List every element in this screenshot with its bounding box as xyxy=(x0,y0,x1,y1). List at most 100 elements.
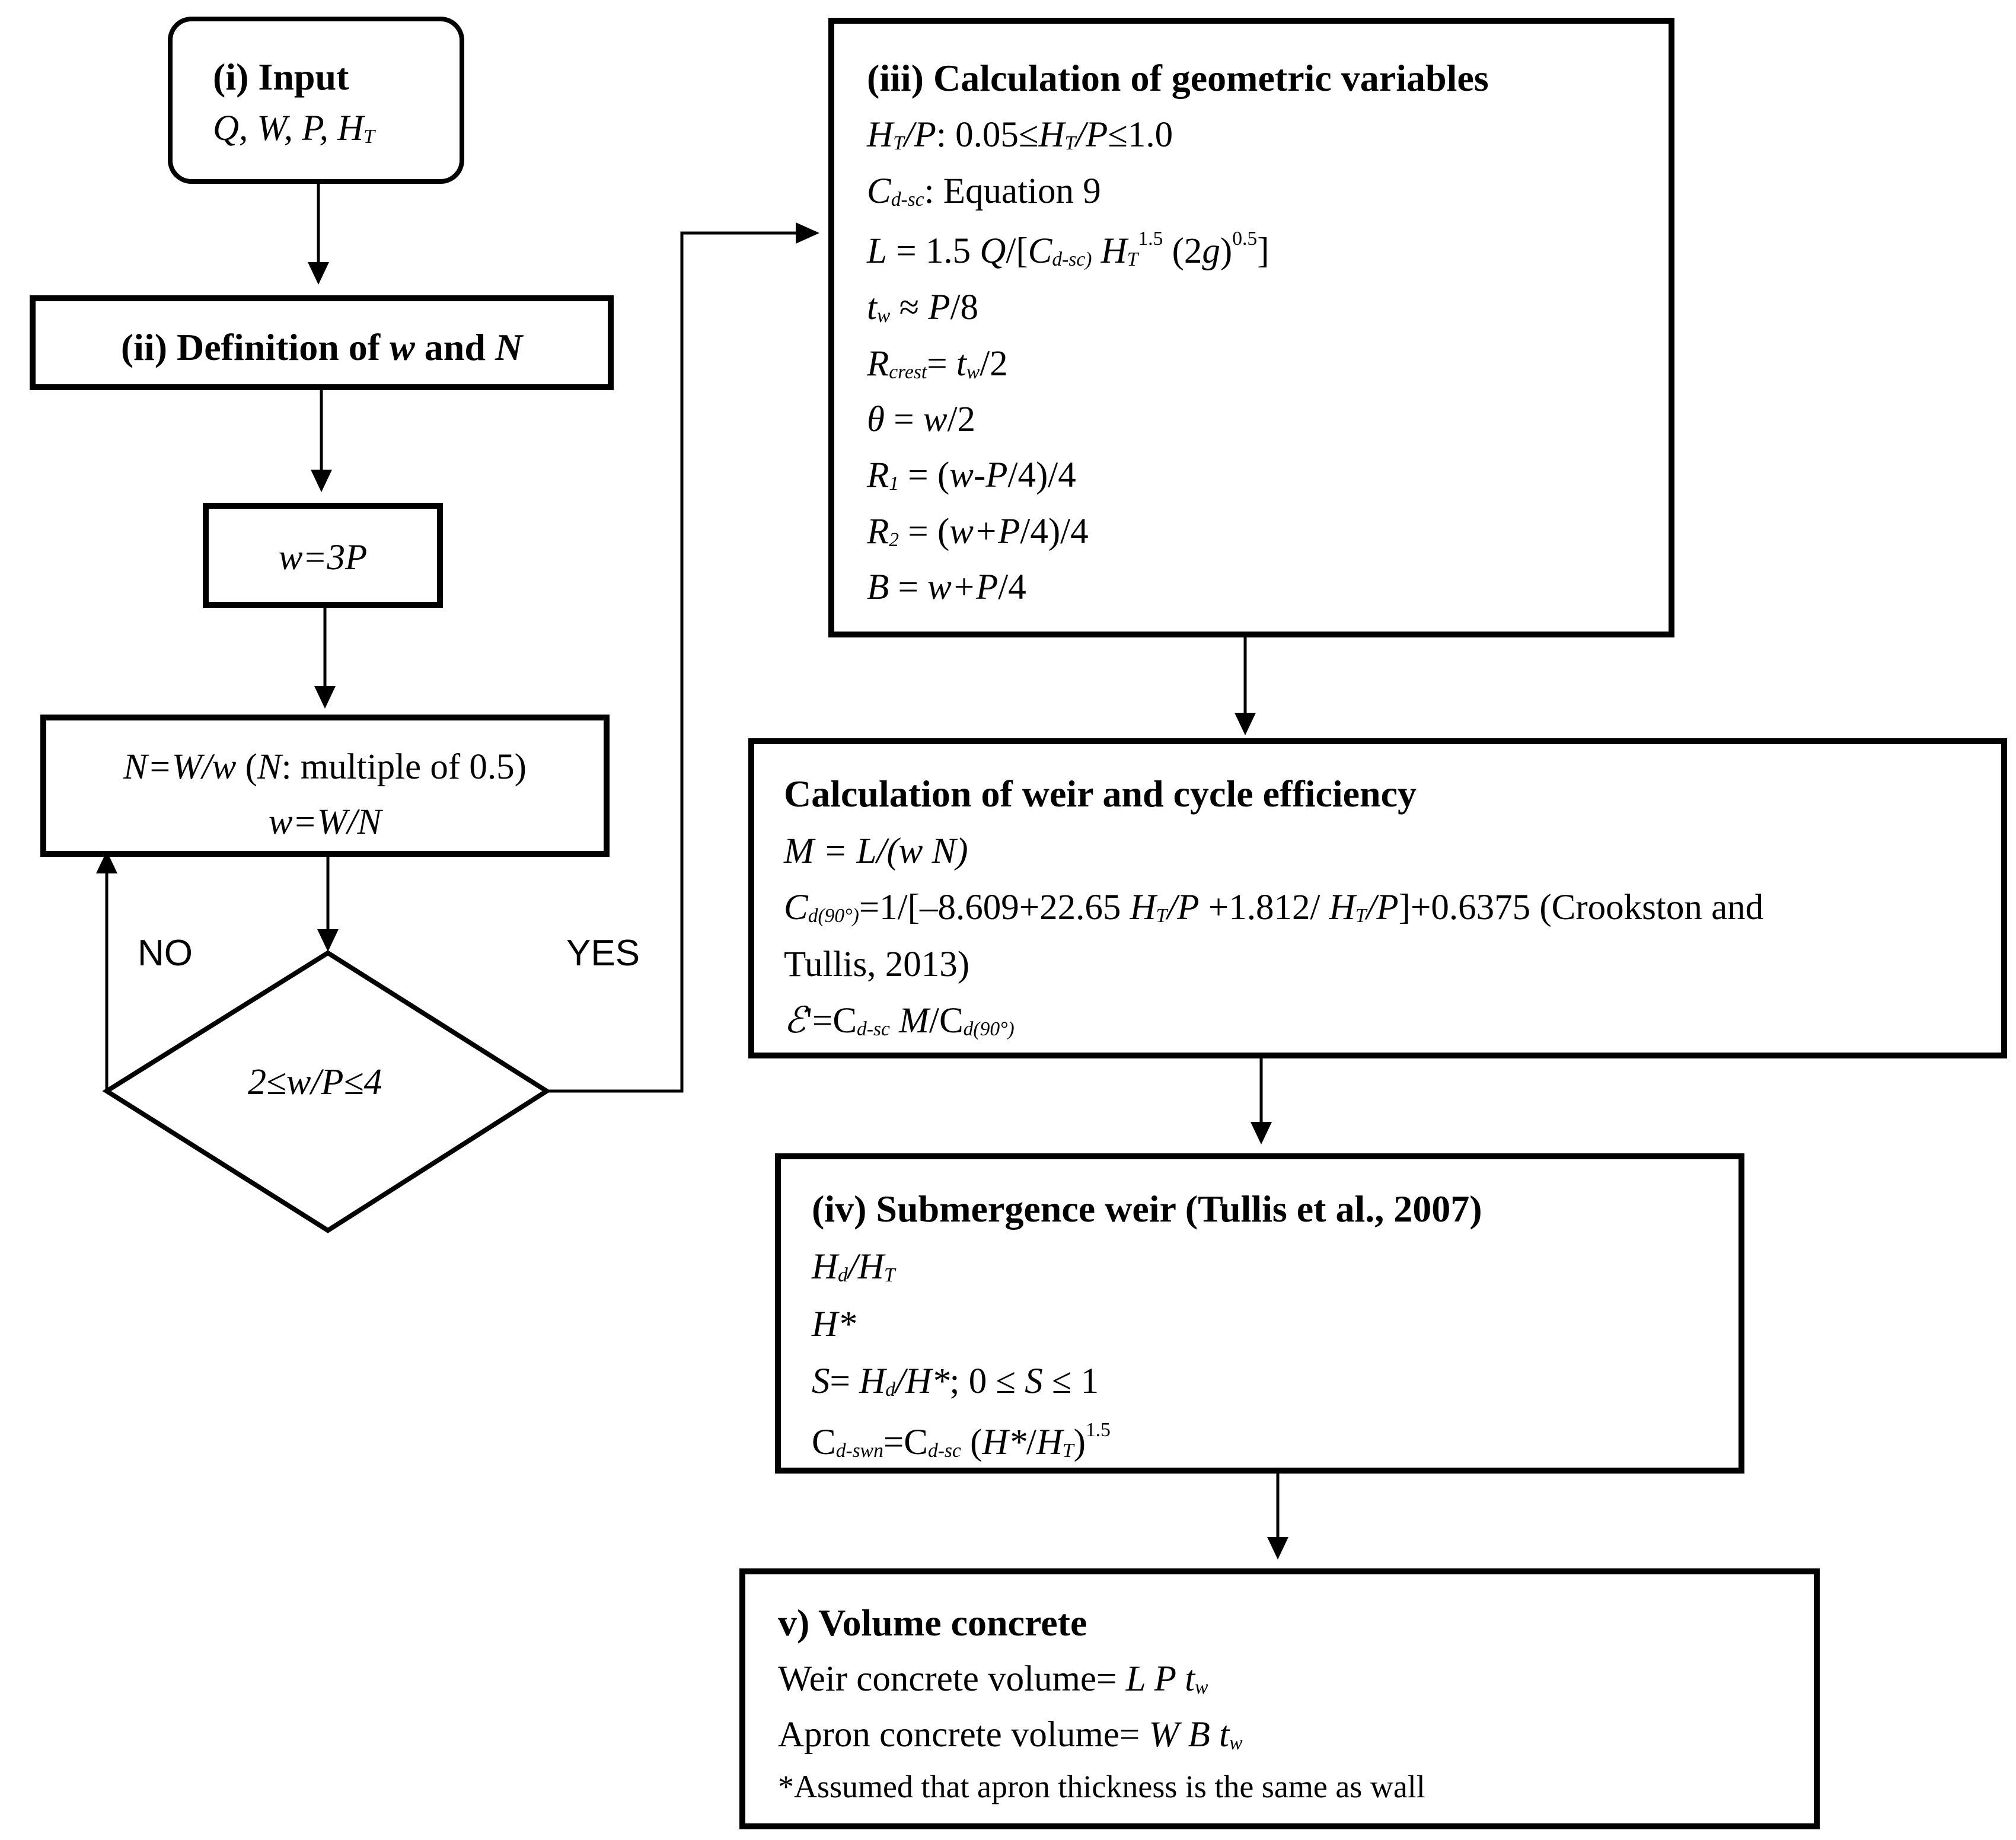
efficiency-cd90: Cd(90°)=1/[–8.609+22.65 HT/P +1.812/ HT/… xyxy=(784,889,2001,926)
s4as: d-swn xyxy=(835,1440,883,1462)
g1a: H xyxy=(867,115,894,155)
s4sup: 1.5 xyxy=(1085,1419,1111,1442)
g4b: ≈ xyxy=(890,287,929,327)
geo-line-ht-p: HT/P: 0.05≤HT/P≤1.0 xyxy=(867,117,1669,154)
arrowhead-7 xyxy=(1267,1537,1288,1560)
g8c: w+P xyxy=(949,511,1020,551)
s3g: ≤ 1 xyxy=(1042,1361,1099,1401)
w3p-box: w=3P xyxy=(203,503,443,608)
n-line1-var: N=W/w xyxy=(123,747,237,787)
connector-lines xyxy=(105,184,1280,1539)
g8b: = ( xyxy=(899,511,950,551)
sub-line-s: S= Hd/H*; 0 ≤ S ≤ 1 xyxy=(812,1363,1739,1400)
g6b: = xyxy=(884,400,923,440)
g5as: crest xyxy=(889,361,927,383)
arrowhead-2 xyxy=(311,470,332,492)
s3cs: d xyxy=(885,1378,895,1401)
no-label: NO xyxy=(138,933,193,974)
definition-title-and: and xyxy=(414,326,495,368)
n-line1-paren: ( xyxy=(236,747,257,787)
volume-apron: Apron concrete volume= W B tw xyxy=(778,1717,1814,1753)
input-vars-text: Q, W, P, H xyxy=(213,109,364,148)
arrowhead-1 xyxy=(308,262,329,285)
geo-line-cdsc: Cd-sc: Equation 9 xyxy=(867,173,1669,210)
s4g: ) xyxy=(1073,1423,1086,1463)
g3fs: T xyxy=(1127,248,1138,271)
s4e: / xyxy=(1026,1423,1036,1463)
g8as: 2 xyxy=(889,528,899,551)
s3c: H xyxy=(859,1361,886,1401)
g2a: C xyxy=(867,171,891,211)
g3b: = 1.5 xyxy=(886,231,980,272)
g5d: /2 xyxy=(980,343,1008,384)
g9c: w+P xyxy=(927,567,999,608)
definition-title-prefix: (ii) Definition of xyxy=(120,326,390,368)
e4b: '=C xyxy=(805,1000,857,1041)
definition-var-w: w xyxy=(390,326,415,368)
submergence-box: (iv) Submergence weir (Tullis et al., 20… xyxy=(775,1153,1744,1474)
geo-line-l: L = 1.5 Q/[Cd-sc) HT1.5 (2g)0.5] xyxy=(867,229,1669,270)
s4d: H* xyxy=(982,1423,1026,1463)
volume-title: v) Volume concrete xyxy=(778,1602,1087,1644)
g3sup1: 1.5 xyxy=(1138,228,1163,250)
sub-line-hstar: H* xyxy=(812,1304,856,1344)
input-title: (i) Input xyxy=(213,56,349,98)
geo-line-tw: tw ≈ P/8 xyxy=(867,289,1669,326)
g5a: R xyxy=(867,343,889,384)
geo-line-theta: θ = w/2 xyxy=(867,401,1669,438)
e4d: /C xyxy=(929,1000,964,1041)
arrowheads xyxy=(96,222,1288,1560)
g1f: ≤1.0 xyxy=(1108,115,1173,155)
decision-condition-text: 2≤w/P≤4 xyxy=(248,1062,382,1102)
g9a: B xyxy=(867,567,889,608)
e2g: /P xyxy=(1366,888,1399,927)
s4f: H xyxy=(1036,1423,1063,1463)
v2t: Apron concrete volume= xyxy=(778,1714,1149,1755)
g4as: w xyxy=(876,304,891,327)
e2f: H xyxy=(1329,888,1355,927)
input-vars: Q, W, P, HT xyxy=(213,110,460,147)
g1ds: T xyxy=(1064,132,1076,155)
v2s: w xyxy=(1229,1731,1243,1754)
g3h: g xyxy=(1202,231,1220,272)
v1v: L P t xyxy=(1125,1659,1195,1699)
g6d: /2 xyxy=(947,400,976,440)
arrow-yes-to-geometric xyxy=(548,231,798,1093)
arrowhead-3 xyxy=(314,686,336,709)
s4a: C xyxy=(812,1423,836,1463)
s3e: ; 0 ≤ xyxy=(949,1361,1025,1401)
sub-line-cdswn: Cd-swn=Cd-sc (H*/HT)1.5 xyxy=(812,1420,1739,1461)
e2fs: T xyxy=(1355,905,1367,927)
n-line1-n: N xyxy=(257,747,282,787)
g2b: : Equation 9 xyxy=(924,171,1101,211)
g3g: (2 xyxy=(1163,231,1202,272)
n-box: N=W/w (N: multiple of 0.5) w=W/N xyxy=(40,715,610,857)
e2c: H xyxy=(1130,888,1156,927)
sub-line-hd-ht: Hd/HT xyxy=(812,1249,1739,1286)
decision-diamond xyxy=(102,950,551,1233)
s3a: S xyxy=(812,1361,830,1401)
e2b: =1/[–8.609+22.65 xyxy=(859,888,1130,927)
e4c: M xyxy=(889,1000,929,1041)
g7c: w-P xyxy=(949,455,1008,496)
n-line-1: N=W/w (N: multiple of 0.5) xyxy=(46,749,604,785)
e2as: d(90°) xyxy=(808,905,859,927)
efficiency-citation: Tullis, 2013) xyxy=(784,944,970,984)
e4ds: d(90°) xyxy=(963,1018,1015,1040)
s1bs: T xyxy=(883,1264,895,1287)
g3e: C xyxy=(1028,231,1052,272)
g3sup2: 0.5 xyxy=(1232,228,1258,250)
s4bs: d-sc xyxy=(927,1440,961,1462)
g2as: d-sc xyxy=(891,188,924,211)
v2v: W B t xyxy=(1149,1714,1230,1755)
geo-line-rcrest: Rcrest= tw/2 xyxy=(867,346,1669,382)
g6c: w xyxy=(923,400,948,440)
arrowhead-6 xyxy=(1251,1122,1272,1144)
volume-weir: Weir concrete volume= L P tw xyxy=(778,1661,1814,1698)
g3es: d-sc) xyxy=(1052,248,1092,271)
g9b: = xyxy=(889,567,928,608)
g8a: R xyxy=(867,511,889,551)
s3b: = xyxy=(830,1361,860,1401)
